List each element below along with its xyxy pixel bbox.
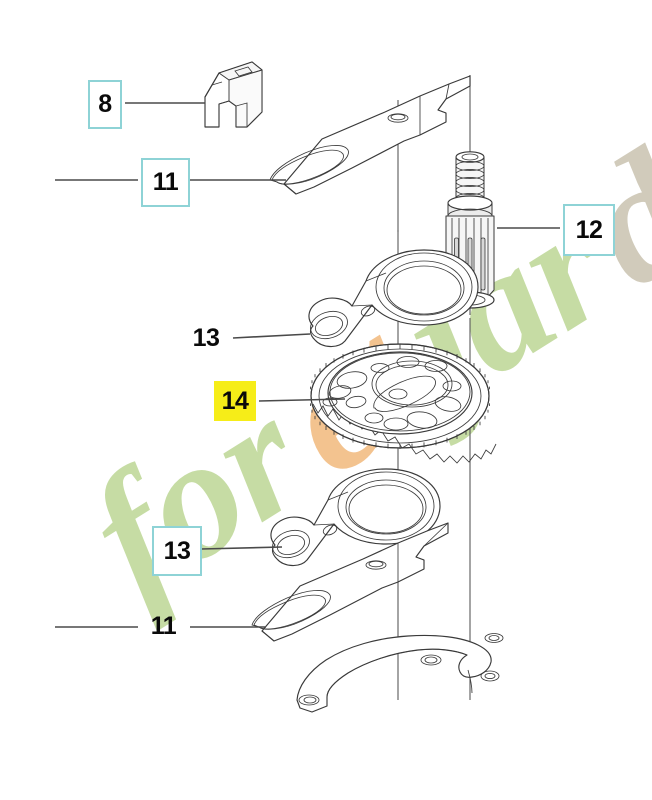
callout-11-upper[interactable]: 11 [141, 158, 190, 207]
part-cutter-blade-lower [251, 522, 449, 642]
part-retaining-clip [204, 61, 263, 128]
leader-13-upper [232, 333, 311, 339]
part-link-arm-upper [308, 249, 479, 348]
callout-13-lower[interactable]: 13 [152, 526, 202, 576]
leader-14 [258, 398, 346, 402]
callout-11-lower[interactable]: 11 [150, 611, 177, 640]
callout-14[interactable]: 14 [214, 381, 256, 421]
callout-13-upper[interactable]: 13 [192, 323, 220, 352]
leader-13-lower [200, 546, 283, 550]
part-link-arm-lower [270, 468, 441, 567]
part-drive-gear [310, 343, 497, 464]
callout-8[interactable]: 8 [88, 80, 122, 129]
part-cutter-blade-upper [269, 75, 471, 195]
gear-lightening-holes [322, 356, 462, 431]
gear-tooth-ticks [310, 344, 490, 449]
part-housing-gasket [296, 633, 504, 713]
callout-12[interactable]: 12 [563, 204, 615, 256]
leader-lines [55, 102, 560, 628]
